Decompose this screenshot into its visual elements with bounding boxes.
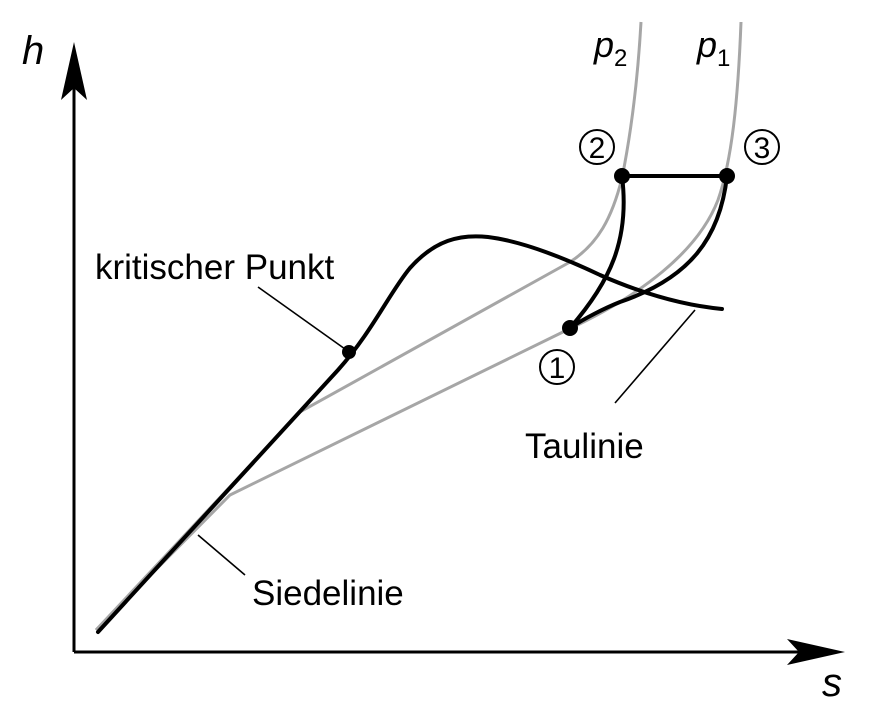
critical-point-dot — [342, 345, 356, 359]
dew-line-leader — [614, 309, 696, 404]
state-label-2: 2 — [579, 129, 615, 165]
state-point-1 — [562, 320, 578, 336]
svg-text:1: 1 — [549, 352, 566, 385]
critical-point-leader — [257, 286, 346, 350]
process-1-2 — [568, 174, 626, 330]
boiling-line-label: Siedelinie — [252, 574, 404, 613]
y-axis-label: h — [22, 29, 44, 73]
state-point-3 — [719, 168, 735, 184]
isobar-p2 — [94, 21, 643, 632]
x-axis-label: s — [822, 661, 842, 705]
svg-text:3: 3 — [754, 132, 771, 165]
isobar-label-p1: p1 — [696, 24, 730, 72]
state-label-3: 3 — [744, 129, 780, 165]
svg-text:2: 2 — [589, 132, 606, 165]
state-point-2 — [614, 168, 630, 184]
boiling-line-leader — [197, 534, 246, 576]
dew-line-label: Taulinie — [525, 427, 644, 466]
isobar-p1 — [94, 21, 743, 632]
y-axis-arrow — [61, 42, 87, 100]
isobar-label-p2: p2 — [593, 24, 627, 72]
process-3-1 — [568, 174, 729, 330]
state-label-1: 1 — [539, 349, 575, 385]
critical-point-label: kritischer Punkt — [95, 248, 335, 287]
x-axis-arrow — [787, 639, 845, 665]
